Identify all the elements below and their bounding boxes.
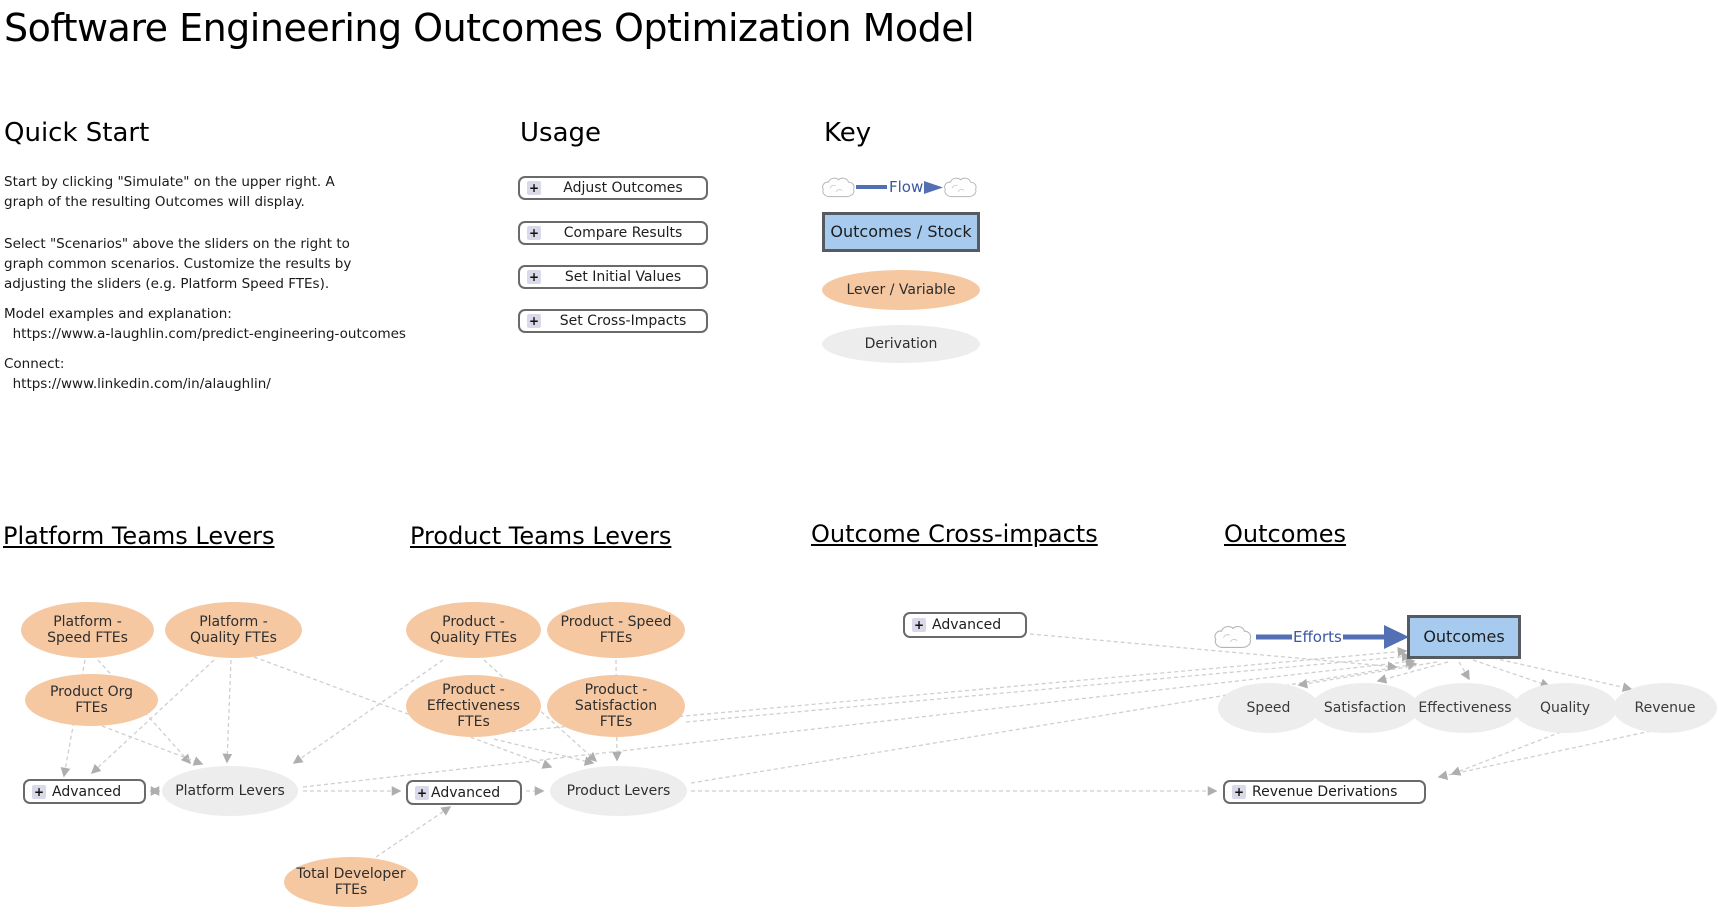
key-heading: Key bbox=[824, 118, 872, 148]
product-advanced-button[interactable]: Advanced bbox=[406, 780, 522, 805]
cross-impacts-advanced-button[interactable]: Advanced bbox=[903, 612, 1027, 638]
plus-icon bbox=[527, 226, 541, 240]
revenue-derivations-button[interactable]: Revenue Derivations bbox=[1223, 780, 1426, 804]
plus-icon bbox=[527, 181, 541, 195]
set-cross-impacts-button[interactable]: Set Cross-Impacts bbox=[518, 309, 708, 333]
plus-icon bbox=[1232, 785, 1246, 799]
quick-start-model-link: Model examples and explanation: https://… bbox=[4, 306, 406, 342]
cross-impacts-heading: Outcome Cross-impacts bbox=[811, 520, 1098, 548]
plus-icon bbox=[527, 270, 541, 284]
revenue-derivation-node[interactable]: Revenue bbox=[1613, 683, 1717, 733]
total-developer-ftes-node[interactable]: Total Developer FTEs bbox=[284, 857, 418, 907]
cloud-icon bbox=[1214, 626, 1252, 649]
plus-icon bbox=[415, 785, 429, 800]
plus-icon bbox=[912, 618, 926, 632]
efforts-flow-label: Efforts bbox=[1292, 628, 1343, 646]
quick-start-para2: Select "Scenarios" above the sliders on … bbox=[4, 236, 352, 292]
speed-derivation-node[interactable]: Speed bbox=[1218, 683, 1319, 733]
quality-derivation-node[interactable]: Quality bbox=[1513, 683, 1617, 733]
usage-heading: Usage bbox=[520, 118, 602, 148]
platform-quality-ftes-node[interactable]: Platform - Quality FTEs bbox=[165, 602, 302, 658]
product-quality-ftes-node[interactable]: Product - Quality FTEs bbox=[406, 602, 541, 658]
effectiveness-derivation-node[interactable]: Effectiveness bbox=[1410, 683, 1520, 733]
set-initial-values-button[interactable]: Set Initial Values bbox=[518, 265, 708, 289]
page-title: Software Engineering Outcomes Optimizati… bbox=[4, 6, 975, 50]
platform-advanced-button[interactable]: Advanced bbox=[23, 779, 146, 804]
platform-levers-node[interactable]: Platform Levers bbox=[162, 766, 298, 816]
product-org-ftes-node[interactable]: Product Org FTEs bbox=[25, 674, 158, 726]
key-derivation-sample: Derivation bbox=[822, 325, 980, 363]
platform-speed-ftes-node[interactable]: Platform - Speed FTEs bbox=[21, 602, 154, 658]
compare-results-button[interactable]: Compare Results bbox=[518, 221, 708, 245]
outcomes-stock-node[interactable]: Outcomes bbox=[1407, 615, 1521, 659]
product-levers-node[interactable]: Product Levers bbox=[550, 766, 687, 816]
quick-start-heading: Quick Start bbox=[4, 118, 150, 148]
adjust-outcomes-button[interactable]: Adjust Outcomes bbox=[518, 176, 708, 200]
quick-start-para1: Start by clicking "Simulate" on the uppe… bbox=[4, 174, 335, 210]
product-levers-heading: Product Teams Levers bbox=[410, 522, 672, 550]
outcomes-heading: Outcomes bbox=[1224, 520, 1347, 548]
key-stock-sample: Outcomes / Stock bbox=[822, 212, 980, 252]
plus-icon bbox=[527, 314, 541, 328]
cloud-icon bbox=[944, 177, 977, 198]
product-satisfaction-ftes-node[interactable]: Product - Satisfaction FTEs bbox=[547, 675, 685, 737]
plus-icon bbox=[32, 784, 46, 799]
cloud-icon bbox=[822, 177, 855, 198]
key-lever-sample: Lever / Variable bbox=[822, 270, 980, 310]
product-effectiveness-ftes-node[interactable]: Product - Effectiveness FTEs bbox=[406, 675, 541, 737]
satisfaction-derivation-node[interactable]: Satisfaction bbox=[1311, 683, 1419, 733]
quick-start-connect-link: Connect: https://www.linkedin.com/in/ala… bbox=[4, 356, 271, 392]
product-speed-ftes-node[interactable]: Product - Speed FTEs bbox=[547, 602, 685, 658]
key-flow-label: Flow bbox=[888, 178, 925, 196]
platform-levers-heading: Platform Teams Levers bbox=[3, 522, 275, 550]
